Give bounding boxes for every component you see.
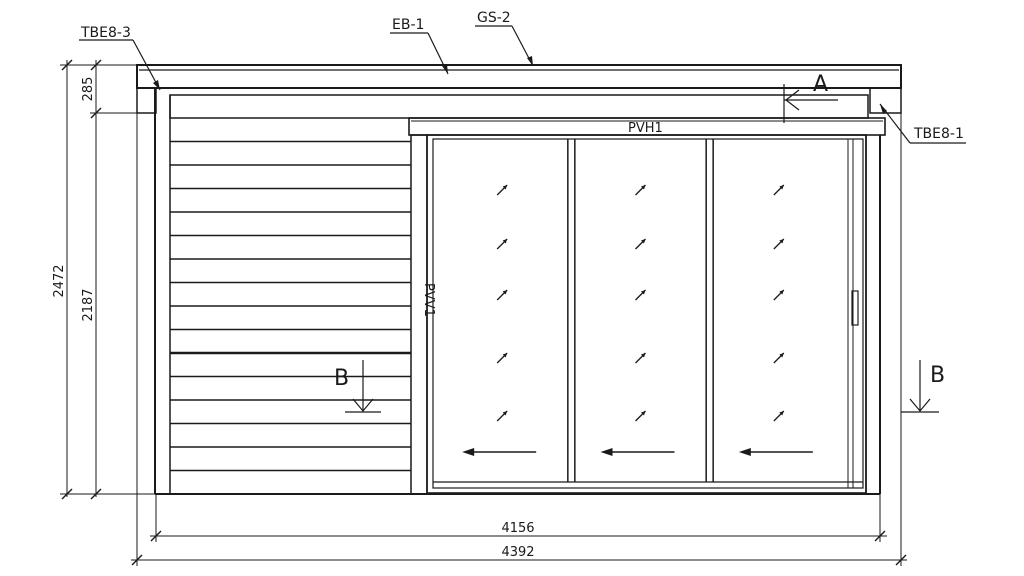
- glass-mark-tip: [502, 290, 508, 295]
- door-panel: [462, 184, 537, 456]
- glass-mark-tip: [502, 353, 508, 358]
- section-b-marker-left: B: [334, 360, 381, 413]
- roof-fascia-outer: [136, 64, 902, 89]
- glass-mark-tip: [641, 353, 646, 358]
- section-a-marker: A: [783, 72, 838, 123]
- door-panel: [738, 184, 813, 456]
- glass-mark-tip: [779, 239, 784, 244]
- glass-mark-tip: [641, 290, 646, 295]
- glass-mark-tip: [502, 185, 508, 190]
- wall-frame: [154, 88, 881, 495]
- label-tbe8-3: TBE8-3: [80, 25, 131, 41]
- dim-text-total-width: 4392: [501, 545, 534, 560]
- dim-text-wall-width: 4156: [501, 521, 534, 536]
- annotations: TBE8-3 EB-1 GS-2 TBE8-1 PVH1 PVV1 A: [79, 10, 966, 413]
- door-inner-frame: [432, 138, 864, 489]
- section-b-marker-right: B: [901, 360, 945, 413]
- glass-mark-tip: [779, 290, 784, 295]
- leader-eb-1-arrowhead: [442, 64, 448, 74]
- section-a-label: A: [813, 72, 828, 97]
- glass-mark-tip: [641, 239, 646, 244]
- glass-mark-tip: [779, 411, 784, 416]
- roof: [136, 64, 902, 119]
- dim-tick: [131, 554, 143, 566]
- dim-text-roof-edge-height: 285: [81, 77, 96, 102]
- dimensions: 285 2472 2187 4156 4392: [52, 59, 907, 566]
- glass-mark-tip: [502, 239, 508, 244]
- sliding-door: [426, 134, 867, 494]
- section-b-right-arrowhead: [909, 398, 931, 412]
- label-gs-2: GS-2: [477, 10, 511, 26]
- slide-arrow-left-icon: [600, 448, 613, 456]
- wall-top-beam: [169, 94, 869, 119]
- door-panels: [462, 139, 813, 482]
- door-panel: [600, 184, 675, 456]
- roof-end-block-right: [869, 87, 902, 114]
- label-pvh1: PVH1: [628, 121, 663, 136]
- leader-tbe8-1-arrowhead: [880, 104, 887, 114]
- door-outer-frame: [426, 134, 867, 494]
- door-handle-icon: [851, 290, 859, 326]
- glass-mark-tip: [641, 185, 646, 190]
- dim-tick: [874, 530, 886, 542]
- dim-tick: [61, 59, 73, 71]
- glass-mark-tip: [502, 411, 508, 416]
- dim-text-total-height: 2472: [52, 264, 67, 297]
- section-b-right-label: B: [930, 363, 945, 388]
- section-a-arrowhead: [785, 89, 800, 111]
- slide-arrow-left-icon: [738, 448, 751, 456]
- dim-tick: [90, 59, 102, 71]
- section-b-left-label: B: [334, 366, 349, 391]
- wall-cladding: [170, 140, 411, 472]
- glass-mark-tip: [779, 185, 784, 190]
- glass-mark-tip: [641, 411, 646, 416]
- dim-text-wall-height: 2187: [81, 288, 96, 321]
- label-tbe8-1: TBE8-1: [913, 126, 964, 142]
- label-pvv1: PVV1: [421, 283, 436, 317]
- label-eb-1: EB-1: [392, 17, 424, 33]
- dim-tick: [90, 107, 102, 119]
- leader-tbe8-3-arrowhead: [153, 80, 160, 90]
- dim-tick: [150, 530, 162, 542]
- dim-tick: [90, 488, 102, 500]
- section-b-left-arrowhead: [352, 398, 374, 412]
- leader-gs-2-arrowhead: [527, 56, 533, 66]
- roof-end-block-left: [136, 87, 157, 114]
- dim-tick: [61, 488, 73, 500]
- dim-tick: [895, 554, 907, 566]
- glass-mark-tip: [779, 353, 784, 358]
- slide-arrow-left-icon: [462, 448, 475, 456]
